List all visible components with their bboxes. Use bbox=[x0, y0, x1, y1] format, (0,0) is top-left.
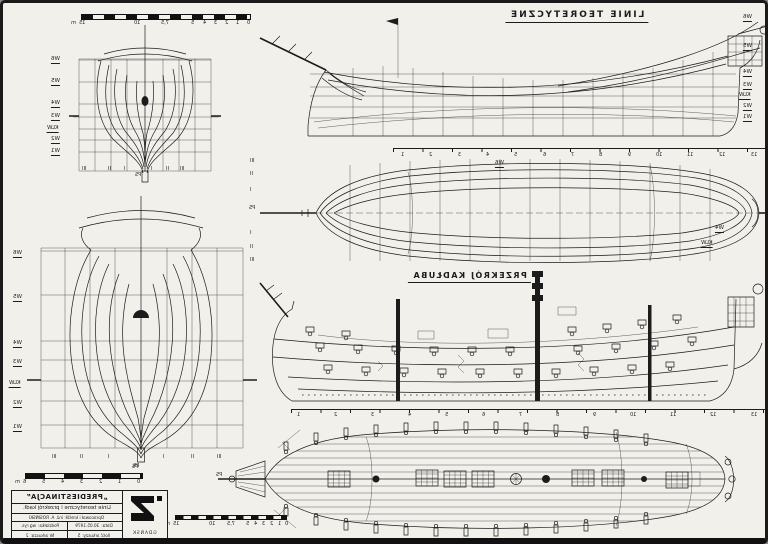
scalebar-tick: 1 bbox=[118, 479, 122, 485]
half-breadth-plan bbox=[258, 151, 768, 270]
buttock-label: II bbox=[108, 166, 111, 172]
publisher-logo-cell: GDAŃSK bbox=[121, 491, 168, 538]
scalebar-tick: 1 bbox=[278, 521, 282, 527]
station-ruler bbox=[291, 409, 765, 413]
waterline-label: W4 bbox=[715, 225, 724, 233]
scalebar-tick: 2 bbox=[99, 479, 103, 485]
sheet-count-value: 5 bbox=[77, 532, 81, 538]
title-block: „PREDIESTINACJA” Linie teoretyczne i prz… bbox=[11, 490, 168, 538]
scalebar-tick: 3 bbox=[262, 521, 266, 527]
sheet-number-label: Nr arkusza: bbox=[30, 532, 55, 538]
waterline-label: W5 bbox=[51, 78, 60, 86]
date-value: 30.05.1979 bbox=[75, 523, 100, 529]
publisher-logo-icon bbox=[130, 496, 162, 521]
scalebar-tick: 4 bbox=[254, 521, 258, 527]
buttock-label: III bbox=[82, 166, 87, 172]
buttock-label: I bbox=[124, 166, 126, 172]
waterline-label: W3 bbox=[13, 359, 22, 367]
buttock-label: I bbox=[151, 166, 153, 172]
deck-plan bbox=[216, 421, 768, 537]
title-block-author-row: Opracował i kreślił: inż. A. ROSIŃSKI bbox=[12, 514, 122, 522]
scale-value: wg rys. bbox=[20, 523, 37, 529]
scalebar-tick: 3 bbox=[80, 479, 84, 485]
waterline-label: W5 bbox=[743, 43, 752, 51]
buttock-label: II bbox=[250, 244, 253, 250]
sheer-plan bbox=[258, 18, 768, 150]
waterline-label: W1 bbox=[51, 148, 60, 156]
waterline-label: W3 bbox=[51, 113, 60, 121]
scalebar-tick: 5 bbox=[246, 521, 250, 527]
scalebar-tick: 4 bbox=[61, 479, 65, 485]
scalebar-tick: 5 bbox=[42, 479, 46, 485]
hull-cutaway-section bbox=[258, 271, 768, 415]
sheet-count-label: Ilość arkuszy: bbox=[82, 532, 111, 538]
buttock-label: III bbox=[250, 257, 255, 263]
station-ruler bbox=[393, 148, 765, 152]
author: Opracował i kreślił: inż. A. ROSIŃSKI bbox=[29, 514, 105, 520]
buttock-label: I bbox=[250, 187, 252, 193]
waterline-label: W1 bbox=[13, 424, 22, 432]
scalebar-tick: 2 bbox=[270, 521, 274, 527]
waterline-label: W6 bbox=[13, 250, 22, 258]
centerline-label: PS bbox=[132, 464, 139, 470]
waterline-label: W6 bbox=[51, 56, 60, 64]
buttock-label: III bbox=[250, 158, 255, 164]
date-cell: Data: 30.05.1979 bbox=[67, 523, 121, 528]
scalebar-tick: 6 bbox=[23, 479, 27, 485]
waterline-label: W6 bbox=[495, 160, 504, 168]
waterline-label: W1 bbox=[743, 114, 752, 122]
scalebar-top-bar bbox=[81, 14, 251, 20]
sheet-number-value: 2 bbox=[25, 532, 29, 538]
scalebar-body-bar bbox=[25, 473, 143, 479]
waterline-label: W4 bbox=[743, 69, 752, 77]
scale-cell: Podziałka: wg rys. bbox=[13, 523, 67, 528]
title-block-sheet-title-row: Linie teoretyczne i przekrój kadł. bbox=[12, 504, 122, 514]
buttock-label: II bbox=[191, 454, 194, 460]
buttock-label: II bbox=[80, 454, 83, 460]
waterline-label: W2 bbox=[743, 103, 752, 111]
buttock-label: I bbox=[250, 230, 252, 236]
sheet-number-cell: Nr arkusza: 2 bbox=[13, 533, 67, 538]
body-plan-stern bbox=[43, 21, 248, 189]
title-block-ship-name-row: „PREDIESTINACJA” bbox=[12, 491, 122, 504]
waterline-label: KLW bbox=[739, 92, 751, 100]
scalebar-deck-bar bbox=[175, 515, 287, 520]
divider bbox=[67, 530, 68, 538]
waterline-label: W2 bbox=[13, 400, 22, 408]
scalebar-unit: m bbox=[15, 479, 20, 485]
waterline-label: W3 bbox=[743, 82, 752, 90]
scalebar-tick: 0 bbox=[285, 521, 289, 527]
buttock-label: II bbox=[250, 171, 253, 177]
centerline-label: PS bbox=[216, 472, 223, 478]
divider bbox=[67, 522, 68, 530]
buttock-label: III bbox=[180, 166, 185, 172]
body-plan-bow bbox=[21, 186, 261, 476]
buttock-label: I bbox=[163, 454, 165, 460]
waterline-label: KLW bbox=[9, 380, 21, 388]
waterline-label: W5 bbox=[13, 294, 22, 302]
scalebar-tick: 15 bbox=[173, 521, 180, 527]
centerline-label: PS bbox=[249, 205, 256, 211]
waterline-label: KLW bbox=[701, 240, 713, 248]
buttock-label: II bbox=[166, 166, 169, 172]
scalebar-tick: 0 bbox=[137, 479, 141, 485]
waterline-label: KLW bbox=[47, 125, 59, 133]
scalebar-tick: 7,5 bbox=[227, 521, 235, 527]
scalebar-tick: 10 bbox=[209, 521, 216, 527]
waterline-label: W2 bbox=[51, 136, 60, 144]
title-block-meta-row-1: Podziałka: wg rys. Data: 30.05.1979 bbox=[12, 522, 122, 531]
buttock-label: I bbox=[108, 454, 110, 460]
buttock-label: III bbox=[52, 454, 57, 460]
waterline-label: W4 bbox=[13, 340, 22, 348]
publisher-city: GDAŃSK bbox=[132, 531, 158, 536]
ship-name: „PREDIESTINACJA” bbox=[26, 493, 108, 501]
scale-label: Podziałka: bbox=[38, 523, 60, 529]
waterline-label: W4 bbox=[51, 100, 60, 108]
date-label: Data: bbox=[101, 523, 113, 529]
sheet-title: Linie teoretyczne i przekrój kadł. bbox=[23, 505, 111, 512]
centerline-label: PS bbox=[135, 172, 142, 178]
sheet-count-cell: Ilość arkuszy: 5 bbox=[67, 533, 121, 538]
waterline-label: W6 bbox=[743, 14, 752, 22]
title-block-meta-row-2: Nr arkusza: 2 Ilość arkuszy: 5 bbox=[12, 530, 122, 538]
